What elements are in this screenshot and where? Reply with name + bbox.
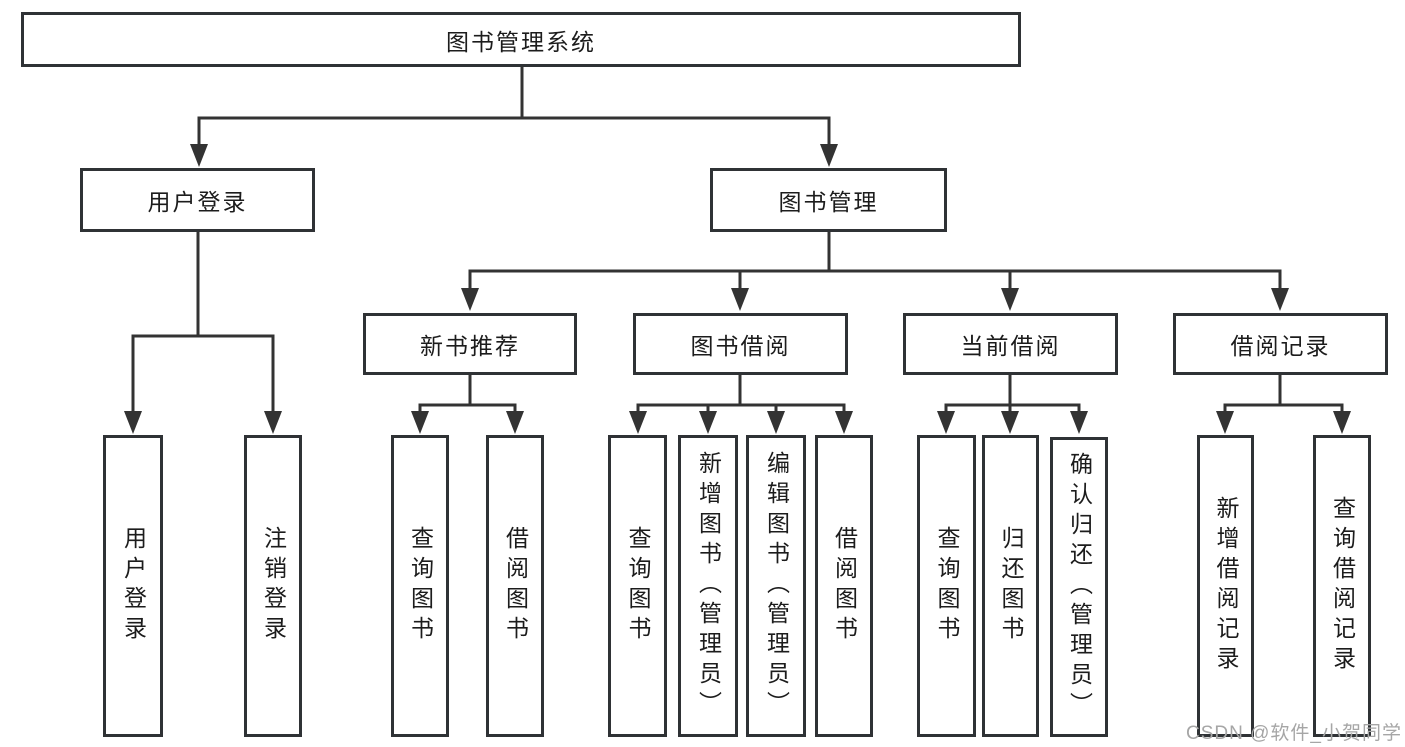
node-system-root-label: 图书管理系统 [446,28,596,55]
leaf-current-query-books-label: 查询图书 [934,526,960,646]
csdn-watermark: CSDN @软件_小贺同学 [1186,723,1402,744]
leaf-user-login: 用户登录 [103,435,163,737]
leaf-borrowing-borrow-books: 借阅图书 [815,435,873,737]
leaf-add-borrow-record-label: 新增借阅记录 [1213,496,1239,676]
leaf-recommend-query-books-label: 查询图书 [407,526,434,646]
node-book-management-label: 图书管理 [778,189,879,215]
leaf-add-borrow-record: 新增借阅记录 [1197,435,1254,737]
node-book-borrowing: 图书借阅 [633,313,848,375]
leaf-borrowing-borrow-books-label: 借阅图书 [831,526,858,646]
node-current-borrowing-label: 当前借阅 [960,333,1061,359]
leaf-recommend-borrow-books-label: 借阅图书 [502,526,529,646]
leaf-edit-books-admin: 编辑图书（管理员） [746,435,806,737]
leaf-user-login-label: 用户登录 [120,526,147,646]
node-book-management: 图书管理 [710,168,947,232]
node-system-root: 图书管理系统 [21,12,1021,67]
node-book-borrowing-label: 图书借阅 [690,333,791,359]
leaf-return-books-label: 归还图书 [998,526,1024,646]
node-borrowing-records: 借阅记录 [1173,313,1388,375]
leaf-query-borrow-record: 查询借阅记录 [1313,435,1371,737]
leaf-add-books-admin-label: 新增图书（管理员） [695,451,722,721]
leaf-edit-books-admin-label: 编辑图书（管理员） [763,451,790,721]
node-user-login-group-label: 用户登录 [147,189,248,215]
leaf-logout: 注销登录 [244,435,302,737]
leaf-recommend-borrow-books: 借阅图书 [486,435,544,737]
leaf-query-borrow-record-label: 查询借阅记录 [1329,496,1356,676]
leaf-logout-label: 注销登录 [260,526,287,646]
node-new-book-recommend-label: 新书推荐 [420,333,520,359]
arrowheads [124,144,1351,434]
node-user-login-group: 用户登录 [80,168,315,232]
leaf-return-books: 归还图书 [982,435,1039,737]
node-borrowing-records-label: 借阅记录 [1230,333,1331,359]
node-current-borrowing: 当前借阅 [903,313,1118,375]
leaf-current-query-books: 查询图书 [917,435,976,737]
leaf-borrowing-query-books-label: 查询图书 [625,526,651,646]
leaf-borrowing-query-books: 查询图书 [608,435,667,737]
leaf-recommend-query-books: 查询图书 [391,435,449,737]
leaf-add-books-admin: 新增图书（管理员） [678,435,738,737]
leaf-confirm-return-admin: 确认归还（管理员） [1050,437,1108,737]
leaf-confirm-return-admin-label: 确认归还（管理员） [1066,452,1093,722]
node-new-book-recommend: 新书推荐 [363,313,577,375]
